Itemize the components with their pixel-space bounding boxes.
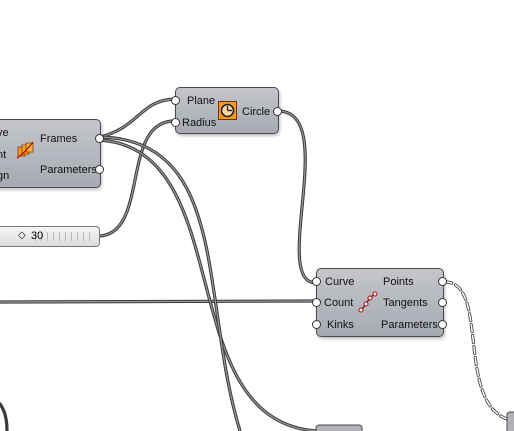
- perp-frames-component[interactable]: ve nt gn Frames Parameters: [0, 119, 104, 188]
- output-grip-circle[interactable]: [273, 107, 282, 116]
- perp-frames-icon: [15, 140, 35, 165]
- divide-curve-icon: [358, 291, 378, 318]
- output-label-parameters: Parameters: [40, 164, 97, 176]
- input-label-curve: Curve: [325, 276, 355, 288]
- input-label-align: gn: [0, 170, 10, 182]
- offscreen-component-edge-right: [506, 411, 514, 431]
- output-grip-parameters[interactable]: [438, 320, 447, 329]
- input-label-count: Count: [324, 297, 354, 309]
- output-grip-tangents[interactable]: [438, 298, 447, 307]
- output-label-parameters: Parameters: [381, 319, 438, 331]
- wire-slider-to-radius: [96, 119, 177, 238]
- output-label-points: Points: [383, 276, 414, 288]
- wire-circle-to-curve: [276, 109, 318, 285]
- wire-to-count: [0, 299, 318, 304]
- output-grip-frames[interactable]: [95, 134, 104, 143]
- slider-track[interactable]: [35, 232, 93, 241]
- input-label-kinks: Kinks: [327, 319, 354, 331]
- wire-fragment-left: [0, 402, 9, 431]
- output-label-frames: Frames: [40, 133, 78, 145]
- number-slider[interactable]: ◇ 30: [0, 226, 100, 247]
- input-grip-radius[interactable]: [171, 118, 180, 127]
- wire-frames-to-bottom: [98, 135, 318, 431]
- wire-frames-to-plane: [98, 97, 177, 139]
- input-label-curve: ve: [0, 127, 9, 139]
- slider-knob-icon[interactable]: ◇: [18, 230, 26, 241]
- input-label-count: nt: [0, 149, 7, 161]
- circle-icon: [218, 101, 237, 125]
- wire-points-dashed: [443, 280, 512, 422]
- input-label-plane: Plane: [187, 95, 216, 107]
- output-grip-points[interactable]: [438, 277, 447, 286]
- input-grip-curve[interactable]: [312, 277, 321, 286]
- offscreen-component-edge: [315, 424, 363, 431]
- output-grip-parameters[interactable]: [95, 165, 104, 174]
- slider-value: 30: [31, 230, 44, 242]
- circle-component[interactable]: Plane Radius Circle: [171, 87, 282, 134]
- input-grip-kinks[interactable]: [312, 320, 321, 329]
- input-label-radius: Radius: [182, 117, 217, 129]
- output-label-tangents: Tangents: [383, 297, 428, 309]
- divide-curve-component[interactable]: Curve Count Kinks Points Tangents Parame…: [312, 268, 447, 337]
- output-label-circle: Circle: [242, 106, 271, 118]
- input-grip-plane[interactable]: [171, 96, 180, 105]
- input-grip-count[interactable]: [312, 298, 321, 307]
